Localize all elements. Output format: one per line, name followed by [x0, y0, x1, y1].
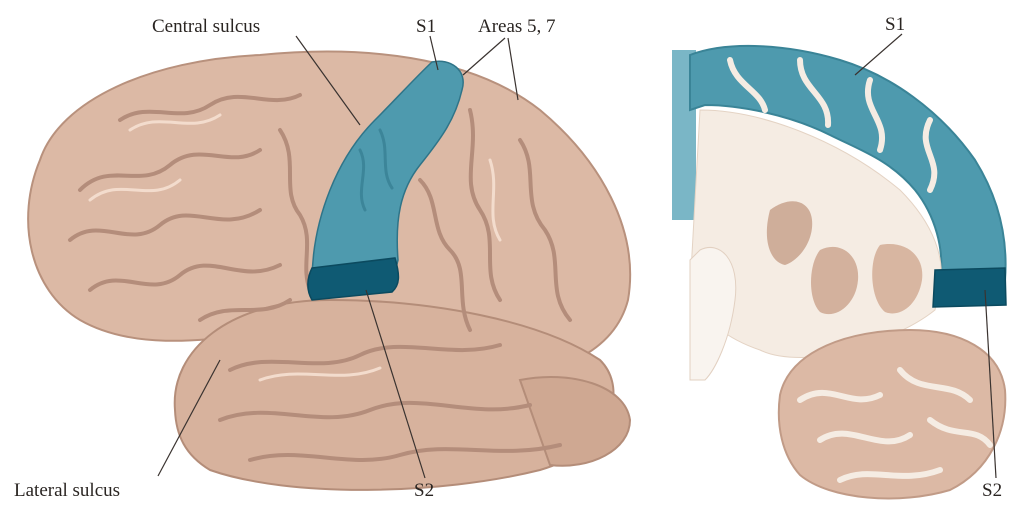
s1-leader-coronal: [855, 34, 902, 75]
label-lateral-sulcus: Lateral sulcus: [14, 480, 120, 501]
coronal-section-view: S1 S2: [672, 14, 1006, 501]
label-areas-5-7: Areas 5, 7: [478, 16, 556, 37]
label-s2-coronal: S2: [982, 480, 1002, 501]
label-central-sulcus: Central sulcus: [152, 16, 260, 37]
label-s2-lateral: S2: [414, 480, 434, 501]
areas-5-7-leader-a: [463, 38, 505, 75]
s2-region-coronal: [933, 268, 1006, 307]
label-s1-lateral: S1: [416, 16, 436, 37]
lateral-brain-view: Central sulcus S1 Areas 5, 7 Lateral sul…: [14, 16, 630, 501]
label-s1-coronal: S1: [885, 14, 905, 35]
lateral-ventricle: [690, 247, 736, 380]
